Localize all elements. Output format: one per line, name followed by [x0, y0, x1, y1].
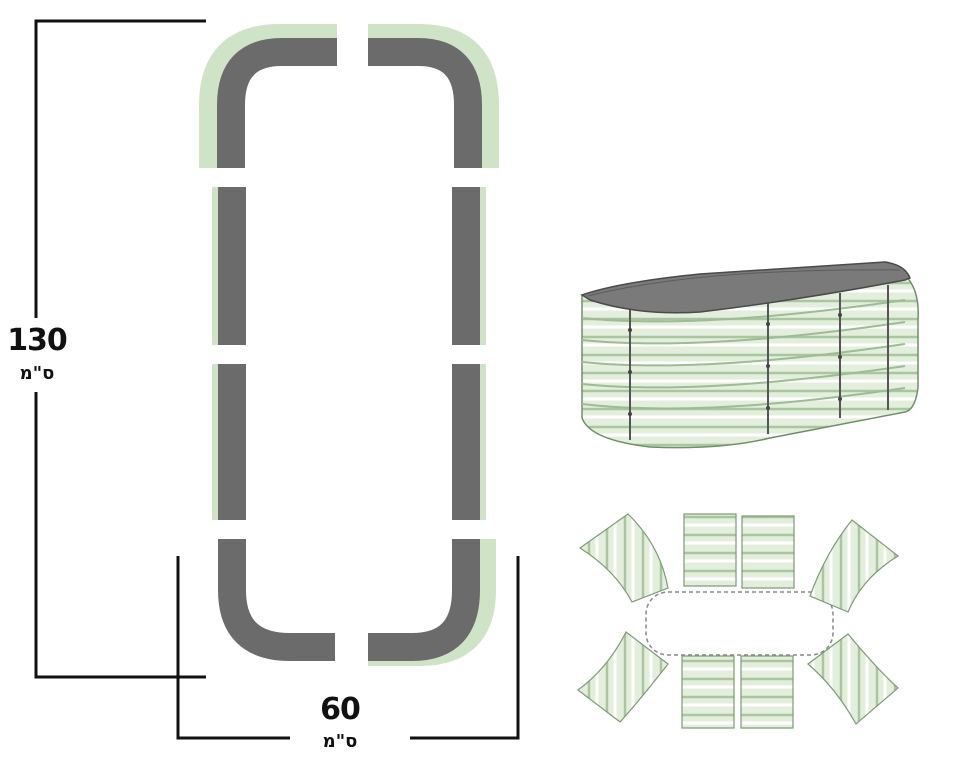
panel-corner-top-right [809, 519, 900, 613]
panel-corner-bottom-right [807, 633, 899, 725]
height-value: 130 [7, 323, 68, 358]
corner-panel-bottom-right [368, 539, 496, 666]
corner-panel-bottom-left [218, 539, 335, 661]
width-dimension [176, 556, 520, 740]
side-panel-right-upper [452, 187, 486, 345]
side-panel-right-lower [452, 364, 486, 520]
corner-panel-top-right [368, 24, 499, 168]
side-panel-left-upper [212, 187, 246, 345]
height-dimension [34, 19, 206, 679]
width-value: 60 [320, 692, 361, 727]
top-view-layout [199, 24, 499, 666]
panel-corner-bottom-left [576, 631, 669, 723]
width-unit: ס"מ [322, 731, 358, 752]
panel-bottom-1 [681, 655, 735, 729]
bed-outline-dashed [645, 591, 834, 656]
panel-top-2 [741, 515, 795, 589]
assembled-bed-3d [580, 261, 919, 449]
panel-bottom-2 [740, 655, 794, 729]
height-unit: ס"מ [19, 363, 55, 384]
panel-assembly-exploded [576, 513, 900, 729]
side-panel-left-lower [212, 364, 246, 520]
panel-corner-top-left [578, 513, 669, 603]
corner-panel-top-left [199, 24, 337, 168]
panel-top-1 [683, 513, 737, 587]
